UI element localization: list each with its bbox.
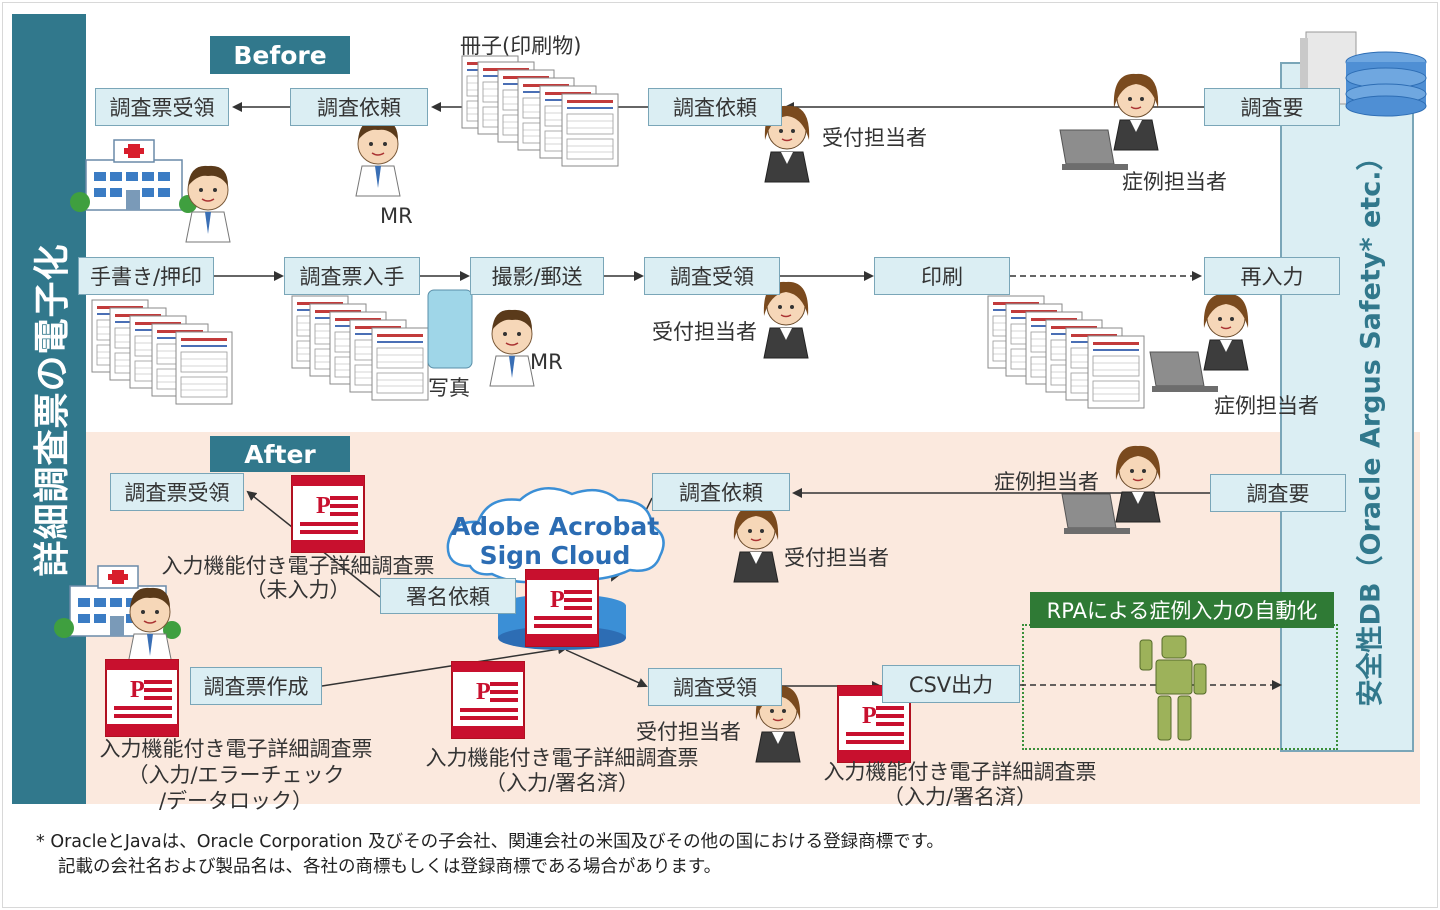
box-print: 印刷	[874, 257, 1010, 295]
before-tag: Before	[210, 36, 350, 74]
box-csv-output: CSV出力	[882, 665, 1020, 703]
footnote-disclaimer: 記載の会社名および製品名は、各社の商標もしくは登録商標である場合があります。	[58, 857, 722, 877]
case-staff-label-1: 症例担当者	[1122, 170, 1227, 194]
box-survey-required-after: 調査要	[1210, 474, 1346, 512]
after-tag: After	[210, 436, 350, 472]
reception-label-1: 受付担当者	[822, 126, 927, 150]
form-input-error-line-1: 入力機能付き電子詳細調査票	[99, 737, 373, 761]
reception-label-after-1: 受付担当者	[784, 546, 889, 570]
form-signed-2-line-2: （入力/署名済）	[882, 785, 1038, 809]
box-handwrite-stamp: 手書き/押印	[78, 257, 214, 295]
footnote-trademark: * OracleとJavaは、Oracle Corporation 及びその子会…	[36, 832, 944, 852]
photo-label: 写真	[428, 376, 470, 400]
form-signed-1-line-1: 入力機能付き電子詳細調査票	[425, 746, 699, 770]
form-signed-label-1: 入力機能付き電子詳細調査票 （入力/署名済）	[414, 746, 710, 796]
pdf-icon-uninput	[292, 476, 364, 552]
box-survey-receipt-after: 調査受領	[648, 668, 782, 706]
box-survey-received-before: 調査票受領	[95, 88, 229, 126]
pdf-icon-signed-1	[452, 662, 524, 738]
box-survey-request-mr: 調査依頼	[290, 88, 428, 126]
box-survey-obtained: 調査票入手	[284, 257, 420, 295]
booklet-label: 冊子(印刷物)	[460, 34, 582, 58]
form-signed-label-2: 入力機能付き電子詳細調査票 （入力/署名済）	[812, 760, 1108, 810]
form-uninput-label: 入力機能付き電子詳細調査票 （未入力）	[150, 554, 446, 602]
box-survey-request-after: 調査依頼	[652, 473, 790, 511]
form-uninput-line-2: （未入力）	[245, 578, 351, 602]
box-photo-mail: 撮影/郵送	[470, 257, 604, 295]
pdf-icon-cloud	[526, 570, 598, 646]
box-survey-request-center: 調査依頼	[648, 88, 782, 126]
form-uninput-line-1: 入力機能付き電子詳細調査票	[161, 554, 435, 578]
form-input-error-label: 入力機能付き電子詳細調査票 （入力/エラーチェック /データロック）	[88, 736, 384, 814]
rpa-title: RPAによる症例入力の自動化	[1030, 592, 1334, 628]
box-survey-receipt-before: 調査受領	[644, 257, 780, 295]
case-staff-label-2: 症例担当者	[1214, 394, 1319, 418]
form-input-error-line-3: /データロック）	[158, 789, 314, 813]
mr-label-2: MR	[530, 350, 563, 374]
cloud-line-2: Sign Cloud	[479, 541, 631, 570]
cloud-line-1: Adobe Acrobat	[450, 512, 660, 541]
mr-label-1: MR	[380, 204, 413, 228]
box-reenter: 再入力	[1204, 257, 1340, 295]
box-survey-create: 調査票作成	[190, 667, 322, 705]
form-signed-1-line-2: （入力/署名済）	[484, 771, 640, 795]
form-signed-2-line-1: 入力機能付き電子詳細調査票	[823, 760, 1097, 784]
title-band	[12, 14, 86, 804]
reception-label-2: 受付担当者	[652, 320, 757, 344]
form-input-error-line-2: （入力/エラーチェック	[127, 763, 345, 787]
adobe-sign-cloud-label: Adobe Acrobat Sign Cloud	[450, 512, 660, 570]
box-survey-received-after: 調査票受領	[110, 473, 244, 511]
safety-db-panel	[1280, 62, 1414, 752]
box-survey-required-before: 調査要	[1204, 88, 1340, 126]
case-staff-label-after: 症例担当者	[994, 470, 1099, 494]
pdf-icon-create	[106, 660, 178, 736]
box-signature-request: 署名依頼	[380, 578, 516, 614]
reception-label-after-2: 受付担当者	[636, 720, 741, 744]
